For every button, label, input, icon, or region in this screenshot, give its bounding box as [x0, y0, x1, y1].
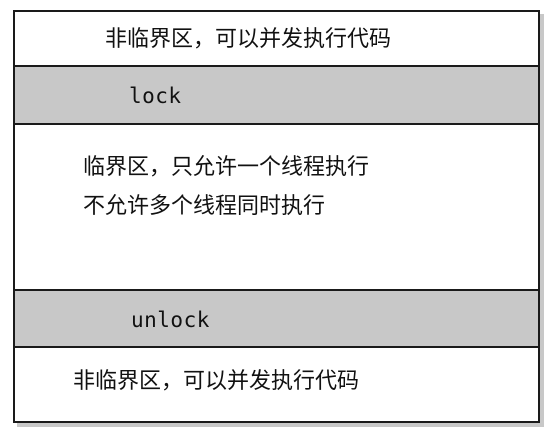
non-critical-region-top-text: 非临界区，可以并发执行代码	[105, 27, 392, 52]
critical-region-line-1: 临界区，只允许一个线程执行	[83, 155, 370, 180]
lock-label: lock	[129, 84, 182, 108]
non-critical-region-bottom-text: 非临界区，可以并发执行代码	[73, 369, 360, 394]
lock-flow-diagram: 非临界区，可以并发执行代码 lock 临界区，只允许一个线程执行 不允许多个线程…	[13, 10, 540, 423]
lock-bar: lock	[15, 67, 538, 125]
non-critical-region-top: 非临界区，可以并发执行代码	[15, 12, 538, 67]
critical-region: 临界区，只允许一个线程执行 不允许多个线程同时执行	[15, 125, 538, 291]
critical-region-line-2: 不允许多个线程同时执行	[83, 194, 326, 219]
unlock-bar: unlock	[15, 291, 538, 348]
unlock-label: unlock	[131, 308, 210, 332]
non-critical-region-bottom: 非临界区，可以并发执行代码	[15, 348, 538, 421]
